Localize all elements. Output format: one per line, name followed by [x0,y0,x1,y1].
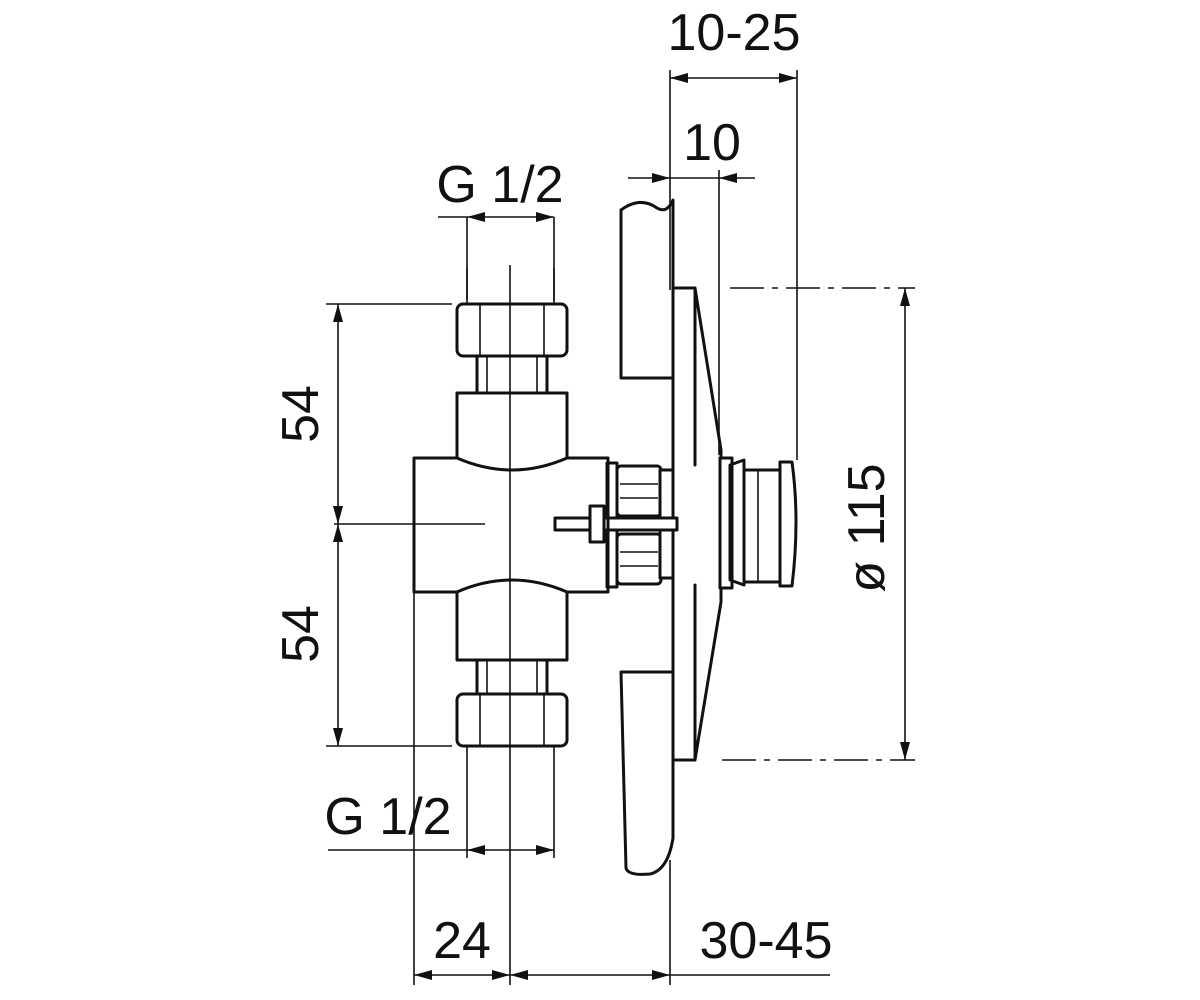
cover-plate-outline [671,286,723,762]
dimension-labels: 10-25 10 G 1/2 G 1/2 54 54 ø 115 24 30-4… [272,4,896,970]
spindle-assembly [553,461,679,589]
label-top-clamp-range: 10-25 [668,4,801,62]
body-curve-upper [455,456,569,472]
centerlines [334,265,511,985]
label-half-height-lower: 54 [272,605,330,663]
label-wall-depth-range: 30-45 [700,912,833,970]
label-plate-diameter: ø 115 [838,463,896,592]
wall-upper [619,198,675,380]
push-button [718,456,798,590]
body-curve-lower [455,578,569,594]
valve-body [412,391,610,662]
lower-fitting [455,658,569,858]
label-top-plate-thickness: 10 [683,114,741,172]
wall-lower [619,670,675,876]
label-inlet-thread-top: G 1/2 [436,156,563,214]
label-outlet-thread-bottom: G 1/2 [324,788,451,846]
wall-section [619,198,675,876]
upper-fitting [455,268,569,395]
label-half-height-upper: 54 [272,385,330,443]
label-axis-offset: 24 [433,912,491,970]
cover-plate [671,286,723,762]
dimension-lines [326,70,915,985]
